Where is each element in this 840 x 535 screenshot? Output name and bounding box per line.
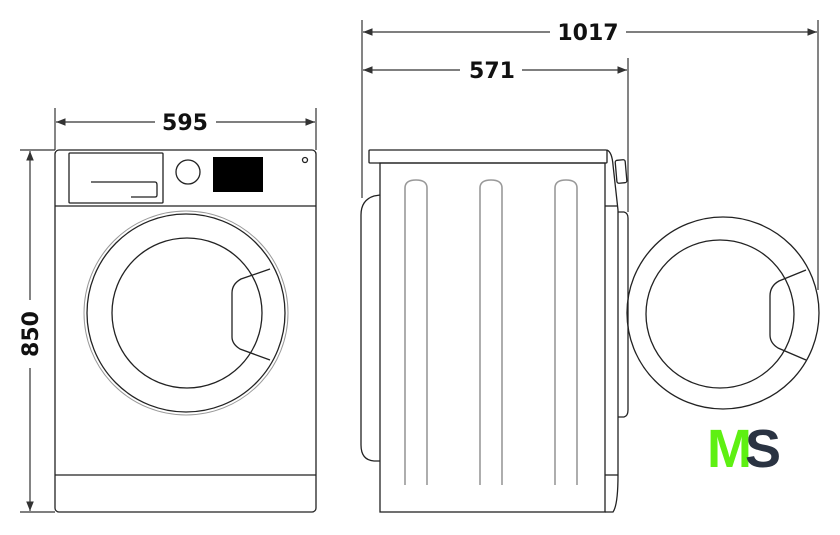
front-view <box>54 149 317 513</box>
dimension-height: 850 <box>19 149 55 513</box>
open-door-ring <box>626 216 820 410</box>
side-view <box>360 149 820 513</box>
power-indicator <box>301 156 309 164</box>
side-knob <box>614 159 628 184</box>
depth-label: 571 <box>469 59 515 84</box>
door-handle <box>231 268 271 361</box>
height-label: 850 <box>19 311 44 357</box>
program-knob <box>175 159 201 185</box>
detergent-drawer <box>68 152 164 204</box>
display-panel <box>213 157 263 192</box>
door-side <box>618 211 629 418</box>
dimension-width: 595 <box>54 108 317 150</box>
ms-logo: M S <box>707 419 781 479</box>
dimension-depth: 571 1017 <box>361 20 819 290</box>
logo-s: S <box>745 419 781 479</box>
door-glass <box>111 237 263 389</box>
logo-m: M <box>707 419 752 479</box>
open-door-glass <box>645 239 795 389</box>
door-ring <box>86 213 286 413</box>
depth-door-open-label: 1017 <box>557 21 618 46</box>
width-label: 595 <box>162 111 208 136</box>
